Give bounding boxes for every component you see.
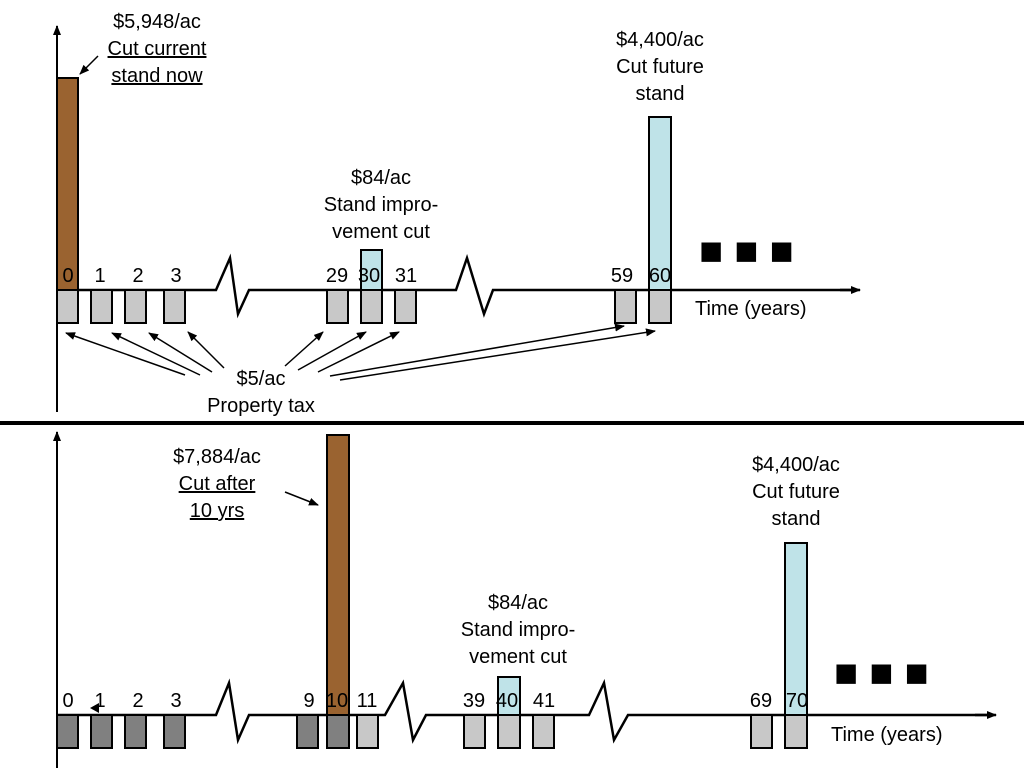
bottom-tax-box bbox=[90, 714, 113, 749]
bottom-tick-label: 11 bbox=[357, 690, 378, 712]
top-tax-arrow bbox=[111, 332, 201, 376]
top-tax-arrow bbox=[284, 331, 324, 367]
top-future-cut-value: $4,400/ac bbox=[616, 29, 704, 51]
bottom-tick-label: 69 bbox=[750, 690, 772, 712]
top-future-cut-line1: Cut future bbox=[616, 56, 704, 78]
bottom-tax-box bbox=[163, 714, 186, 749]
top-tick-label: 31 bbox=[395, 265, 417, 287]
top-tax-box bbox=[648, 289, 672, 324]
bottom-future-cut-line1: Cut future bbox=[752, 481, 840, 503]
bottom-ellipsis: ■ ■ ■ bbox=[834, 651, 929, 695]
top-tick-label: 1 bbox=[94, 265, 105, 287]
top-tax-arrow bbox=[297, 331, 367, 371]
bottom-tax-box bbox=[56, 714, 79, 749]
top-tick-label: 2 bbox=[132, 265, 143, 287]
top-tax-arrow bbox=[187, 331, 225, 369]
top-current-cut-value: $5,948/ac bbox=[113, 11, 201, 33]
top-time-label: Time (years) bbox=[695, 298, 806, 320]
bottom-tax-box bbox=[784, 714, 808, 749]
top-tick-label: 60 bbox=[649, 265, 671, 287]
top-tax-box bbox=[56, 289, 79, 324]
top-tax-arrow bbox=[65, 332, 186, 376]
bottom-tick-label: 70 bbox=[786, 690, 808, 712]
top-tax-box bbox=[614, 289, 637, 324]
top-future-cut-line2: stand bbox=[636, 83, 685, 105]
bottom-tick-label: 40 bbox=[496, 690, 518, 712]
bottom-tick-label: 39 bbox=[463, 690, 485, 712]
bottom-tick-label: 3 bbox=[170, 690, 181, 712]
top-tick-label: 3 bbox=[170, 265, 181, 287]
top-current-cut-line2: stand now bbox=[111, 65, 203, 87]
top-tick-label: 29 bbox=[326, 265, 348, 287]
top-current-cut-bar bbox=[56, 77, 79, 291]
bottom-improvement-line1: Stand impro- bbox=[461, 619, 576, 641]
top-tax-value: $5/ac bbox=[237, 368, 286, 390]
top-current-cut-arrow bbox=[79, 55, 99, 75]
bottom-time-label: Time (years) bbox=[831, 724, 942, 746]
top-ellipsis: ■ ■ ■ bbox=[699, 229, 794, 273]
top-tax-box bbox=[394, 289, 417, 324]
bottom-tick-label: 41 bbox=[533, 690, 555, 712]
top-tax-arrow bbox=[329, 323, 625, 377]
top-improvement-value: $84/ac bbox=[351, 167, 411, 189]
top-tax-box bbox=[124, 289, 147, 324]
bottom-tax-box bbox=[326, 714, 350, 749]
top-tick-label: 0 bbox=[62, 265, 73, 287]
bottom-current-cut-bar bbox=[326, 434, 350, 716]
top-tick-label: 59 bbox=[611, 265, 633, 287]
bottom-tax-box bbox=[124, 714, 147, 749]
top-improvement-line2: vement cut bbox=[332, 221, 430, 243]
top-tax-box bbox=[360, 289, 383, 324]
bottom-improvement-value: $84/ac bbox=[488, 592, 548, 614]
top-tax-arrow bbox=[317, 331, 400, 373]
top-improvement-line1: Stand impro- bbox=[324, 194, 439, 216]
bottom-tax-box bbox=[750, 714, 773, 749]
bottom-current-cut-line1: Cut after bbox=[179, 473, 256, 495]
top-panel: 0 1 2 3 29 30 31 59 60 $5,948/ac Cut cur… bbox=[53, 11, 861, 417]
bottom-current-cut-value: $7,884/ac bbox=[173, 446, 261, 468]
bottom-current-cut-arrow bbox=[284, 491, 319, 506]
top-tax-arrow bbox=[148, 332, 213, 373]
bottom-current-cut-line2: 10 yrs bbox=[190, 500, 244, 522]
bottom-tick-label: 2 bbox=[132, 690, 143, 712]
top-current-cut-line1: Cut current bbox=[108, 38, 207, 60]
bottom-tick-label: 1 bbox=[94, 690, 105, 712]
bottom-tax-box bbox=[463, 714, 486, 749]
top-tax-box bbox=[326, 289, 349, 324]
bottom-tick-label: 9 bbox=[303, 690, 314, 712]
bottom-tick-label: 10 bbox=[326, 690, 348, 712]
top-tax-box bbox=[163, 289, 186, 324]
top-time-axis bbox=[57, 253, 855, 319]
bottom-future-cut-value: $4,400/ac bbox=[752, 454, 840, 476]
top-tax-label: Property tax bbox=[207, 395, 315, 417]
top-tax-arrow bbox=[339, 328, 656, 381]
top-tick-label: 30 bbox=[358, 265, 380, 287]
bottom-tax-box bbox=[356, 714, 379, 749]
bottom-tax-box bbox=[296, 714, 319, 749]
bottom-future-cut-line2: stand bbox=[772, 508, 821, 530]
bottom-improvement-line2: vement cut bbox=[469, 646, 567, 668]
bottom-time-axis bbox=[57, 678, 990, 745]
bottom-tick-label: 0 bbox=[62, 690, 73, 712]
bottom-small-pointer-icon bbox=[90, 703, 99, 713]
top-tax-box bbox=[90, 289, 113, 324]
bottom-tax-box bbox=[497, 714, 521, 749]
bottom-panel: 0 1 2 3 9 10 11 39 40 41 69 70 $7,884/ac… bbox=[53, 431, 997, 768]
bottom-tax-box bbox=[532, 714, 555, 749]
